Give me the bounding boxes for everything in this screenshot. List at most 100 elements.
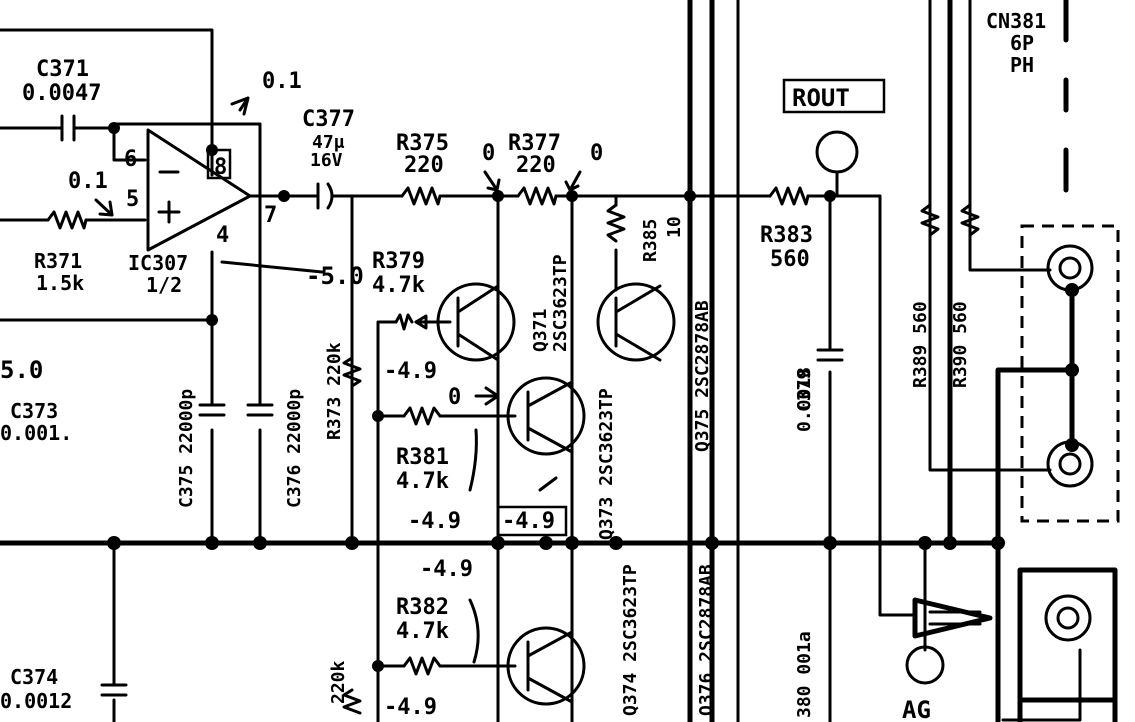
label-c373-val: 0.001. (0, 421, 72, 445)
label-rout: ROUT (792, 84, 850, 112)
label-c377-volt: 16V (310, 150, 343, 171)
top-feedback-wire (0, 28, 214, 152)
transistor-q373 (506, 376, 586, 456)
label-r382-val: 4.7k (396, 619, 449, 644)
label-q375-part: Q375 2SC2878AB (692, 300, 713, 452)
r389-wire (928, 0, 1052, 472)
label-r373: R373 220k (324, 342, 345, 440)
label-r220k: 220k (328, 660, 349, 704)
label-q371: Q371 (530, 309, 551, 352)
label-c371-val: 0.0047 (22, 81, 101, 106)
arrow-01-top (230, 96, 250, 116)
c377-capacitor (316, 182, 334, 210)
arrow-01-left (94, 198, 114, 217)
label-v0-a: 0 (482, 141, 495, 166)
c371-right-wire (72, 126, 147, 162)
label-r385: R385 (640, 219, 661, 262)
label-pin5: 5 (126, 187, 139, 212)
jack-lower (1044, 594, 1092, 642)
label-q371-part: 2SC3623TP (550, 254, 571, 352)
label-r371-val: 1.5k (36, 271, 84, 295)
vneg49-c-box (496, 505, 568, 537)
label-ag: AG (902, 696, 931, 722)
right-gnd-b (995, 287, 1075, 546)
arrow-r379 (414, 314, 428, 330)
arrow-0-b (564, 170, 582, 192)
buffer-triangle (912, 597, 993, 639)
label-q376-part: Q376 2SC2878AB (696, 564, 717, 716)
r371-resistor (46, 210, 88, 230)
transistor-q375 (596, 282, 676, 362)
r383-right-wire (806, 194, 917, 617)
label-r381: R381 (396, 445, 449, 470)
r220k-resistor (342, 688, 362, 715)
r385-resistor (606, 203, 626, 243)
label-c374-val: 0.0012 (0, 689, 72, 713)
label-v50-left: 5.0 (0, 356, 43, 384)
r383-resistor (768, 186, 810, 206)
label-c377: C377 (302, 107, 355, 132)
r382-resistor (402, 656, 442, 676)
label-r379-val: 4.7k (372, 273, 425, 298)
label-r375: R375 (396, 131, 449, 156)
label-pin6: 6 (124, 147, 137, 172)
label-ic307-half: 1/2 (146, 273, 182, 297)
label-r382: R382 (396, 595, 449, 620)
jack-lower-wire (1001, 648, 1082, 722)
label-cn381: CN381 (986, 9, 1046, 33)
transistor-q371 (436, 282, 516, 362)
label-c377-val: 47μ (312, 132, 345, 153)
label-vneg49-d: -4.9 (420, 557, 473, 582)
r389-resistor (920, 203, 940, 237)
r375-resistor (400, 186, 442, 206)
label-r371: R371 (34, 249, 82, 273)
c371-capacitor (60, 114, 76, 142)
ag-test-point (905, 645, 945, 685)
label-q373-part: Q373 2SC3623TP (596, 388, 617, 540)
c379-capacitor (816, 348, 844, 362)
r390-wire (968, 0, 1052, 272)
label-vneg49-e: -4.9 (384, 695, 437, 720)
c374-capacitor (100, 683, 128, 697)
label-r383-val: 560 (770, 247, 810, 272)
label-cn381-pins: 6P (1010, 31, 1034, 55)
junctions (107, 122, 1079, 672)
arrow-neg50-line (220, 260, 324, 274)
label-pin7: 7 (264, 203, 277, 228)
label-c373: C373 (10, 399, 58, 423)
label-r390: R390 560 (950, 301, 971, 388)
label-r389: R389 560 (910, 301, 931, 388)
label-vneg50: -5.0 (306, 262, 364, 290)
r377-resistor (516, 186, 558, 206)
label-r377: R377 (508, 131, 561, 156)
opamp-ic307 (146, 128, 252, 252)
r390-resistor (960, 203, 980, 237)
label-c374: C374 (10, 665, 58, 689)
arrow-0-a (483, 170, 501, 192)
label-r383: R383 (760, 223, 813, 248)
arrow-r382 (468, 598, 480, 664)
label-ic307: IC307 (128, 251, 188, 275)
label-vneg49-c: -4.9 (502, 509, 555, 534)
label-r379: R379 (372, 249, 425, 274)
c376-capacitor (246, 403, 274, 417)
label-c379-val: 0.0018 (794, 367, 815, 432)
label-c375: C375 22000p (176, 389, 197, 508)
buffer-hatch (928, 610, 982, 626)
labels: C371 0.0047 0.1 C377 47μ 16V R375 220 0 … (0, 9, 1046, 722)
label-r377-val: 220 (516, 153, 556, 178)
label-pin8: 8 (214, 155, 227, 180)
label-v0-b: 0 (590, 141, 603, 166)
rout-box (782, 78, 886, 114)
label-cn381-type: PH (1010, 53, 1034, 77)
jack-box-frame (1017, 567, 1118, 722)
arrow-0-c (474, 386, 500, 406)
pin8-box (206, 148, 232, 180)
label-vneg49-b: -4.9 (408, 509, 461, 534)
label-r385-val: 10 (664, 216, 685, 238)
label-c371: C371 (36, 57, 89, 82)
label-v01-left: 0.1 (68, 169, 108, 194)
label-vneg49-a: -4.9 (384, 359, 437, 384)
